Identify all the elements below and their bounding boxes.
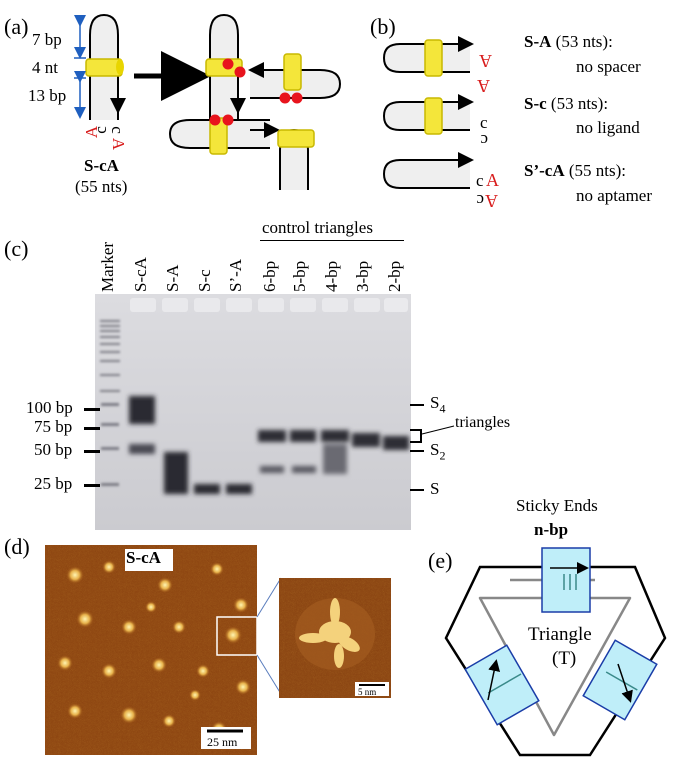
s-c-line1: S-c (53 nts):: [524, 94, 608, 114]
lane-label: 2-bp: [385, 260, 404, 292]
s-a-length: (53 nts):: [551, 32, 613, 51]
sp-ca-line1: S’-cA (55 nts):: [524, 161, 626, 181]
triangles-leader-line: [421, 425, 455, 435]
s-label: S: [430, 479, 440, 498]
label-13bp: 13 bp: [28, 86, 67, 105]
panel-d-label: (d): [4, 534, 30, 559]
construct-sp-ca: [382, 152, 474, 189]
control-triangles-bracket: [260, 240, 404, 241]
gel-image: [95, 294, 411, 530]
construct-s-a: [382, 36, 474, 77]
end-c-flipped: c: [107, 126, 127, 134]
construct-length: (55 nts): [75, 177, 128, 196]
label-7bp: 7 bp: [32, 30, 62, 49]
svg-text:c: c: [476, 171, 484, 190]
construct-s-c: [382, 94, 474, 135]
triangles-label: triangles: [455, 414, 511, 431]
assembled-triangle: [168, 13, 342, 190]
triangles-bracket: [410, 429, 422, 443]
s-c-note: no ligand: [576, 118, 640, 137]
svg-text:A: A: [477, 76, 490, 96]
panel-b-diagram: A A c c c A c A: [382, 36, 499, 210]
s-tick: [410, 489, 424, 491]
sp-ca-note: no aptamer: [576, 186, 652, 205]
svg-text:A: A: [479, 51, 492, 71]
lane-label: Marker: [98, 241, 117, 292]
sticky-end-right: [582, 639, 658, 721]
marker-tick: [84, 427, 100, 430]
label-4nt: 4 nt: [32, 58, 58, 77]
svg-text:c: c: [480, 131, 488, 150]
s2-label: S2: [430, 440, 446, 463]
s-c-name: S-c: [524, 94, 547, 113]
s-a-line1: S-A (53 nts):: [524, 32, 613, 52]
dimension-lines: [74, 15, 86, 119]
marker-label: 100 bp: [26, 398, 73, 417]
marker-label: 50 bp: [34, 440, 73, 459]
sticky-ends-title: Sticky Ends: [516, 496, 598, 515]
panel-c-label: (c): [4, 236, 29, 261]
hairpin-s-ca: [85, 13, 126, 120]
sticky-end-top: [541, 547, 591, 613]
lane-label: S’-A: [226, 258, 245, 292]
s-a-name: S-A: [524, 32, 552, 51]
afm-image: [45, 545, 257, 755]
afm-image-label: S-cA: [126, 548, 161, 567]
svg-text:A: A: [486, 170, 499, 190]
marker-tick: [84, 408, 100, 411]
lane-label: 4-bp: [322, 260, 341, 292]
lane-label: 6-bp: [260, 260, 279, 292]
sticky-end-left: [464, 644, 540, 726]
marker-label: 75 bp: [34, 417, 73, 436]
s-a-note: no spacer: [576, 57, 641, 76]
panel-e-label: (e): [428, 548, 453, 573]
end-a-flipped: A: [109, 137, 129, 151]
panel-b-label: (b): [370, 14, 396, 39]
lane-label: S-A: [163, 264, 182, 292]
svg-text:c: c: [476, 191, 484, 210]
afm-inset: [279, 578, 391, 698]
s4-tick: [410, 404, 424, 406]
triangle-center-label: Triangle: [528, 624, 592, 645]
marker-label: 25 bp: [34, 474, 73, 493]
afm-scale-label: 25 nm: [207, 735, 238, 749]
construct-name: S-cA: [84, 156, 119, 175]
marker-tick: [84, 450, 100, 453]
s4-label: S4: [430, 393, 446, 416]
control-triangles-label: control triangles: [262, 218, 373, 237]
triangle-schematic: [444, 547, 667, 757]
inset-connector: [256, 577, 282, 695]
triangle-center-sub: (T): [552, 648, 577, 669]
svg-text:A: A: [485, 191, 498, 210]
svg-text:c: c: [480, 113, 488, 132]
panel-a-label: (a): [4, 14, 29, 39]
panel-a-diagram: [74, 13, 342, 190]
marker-tick: [84, 484, 100, 487]
lane-label: S-c: [195, 269, 214, 292]
s-c-length: (53 nts):: [546, 94, 609, 113]
s2-tick: [410, 450, 424, 452]
sticky-ends-subtitle: n-bp: [534, 520, 569, 539]
lane-label: 5-bp: [290, 260, 309, 292]
sp-ca-name: S’-cA: [524, 161, 565, 180]
lane-label: 3-bp: [353, 260, 372, 292]
inset-scale-label: 5 nm: [358, 687, 377, 697]
sp-ca-length: (55 nts):: [564, 161, 626, 180]
lane-label: S-cA: [131, 257, 150, 292]
